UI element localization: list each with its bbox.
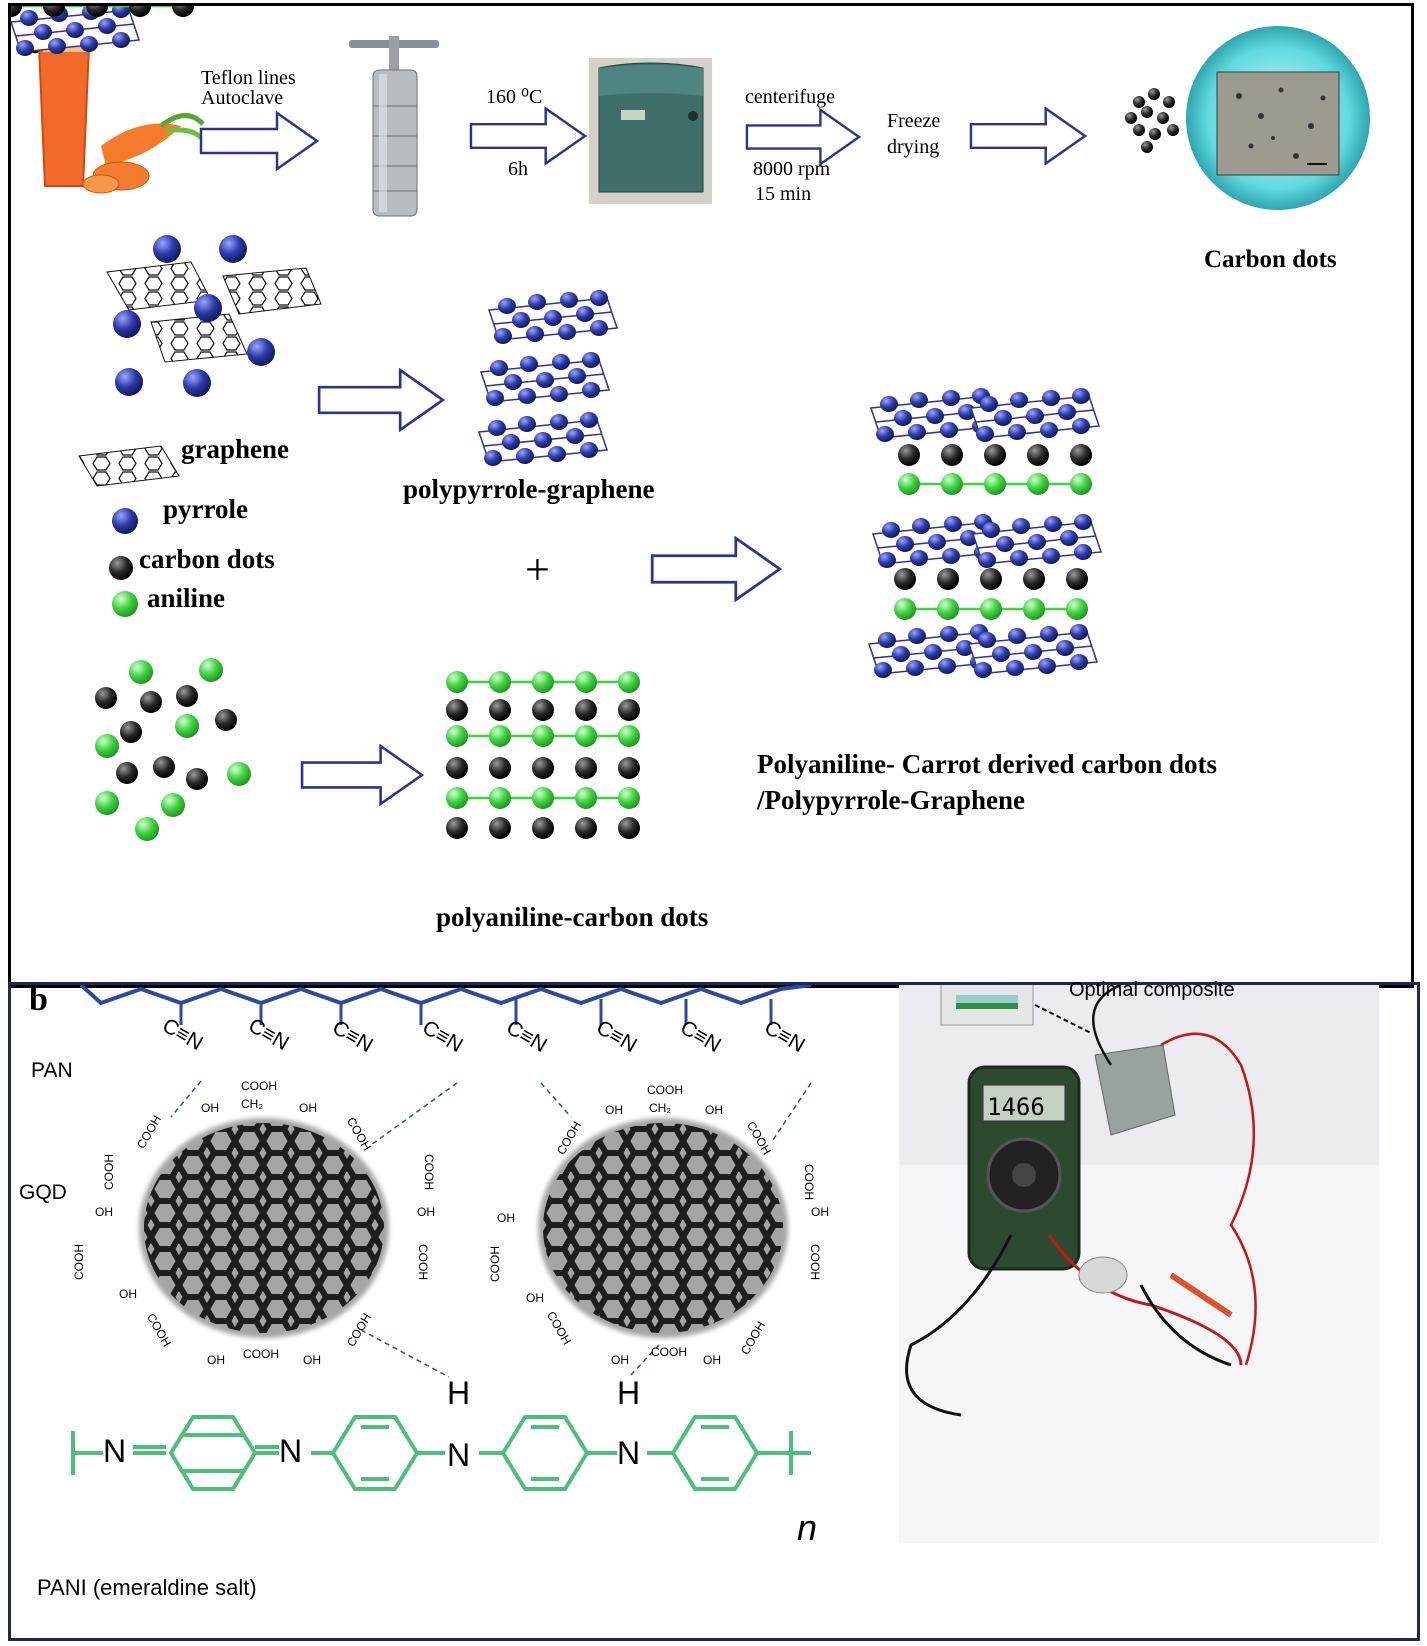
polypyrrole-graphene-stack [11,6,618,467]
ch2-top-right-gqd: CH₂ [649,1101,671,1115]
oh-left-low-gqd2: OH [526,1291,544,1305]
oh-bottom-left-gqd2: OH [611,1353,629,1367]
cooh-right-mid: COOH [422,1154,436,1190]
hydrogen-bond-lines [170,1080,812,1378]
flow-arrow-6 [650,536,782,602]
oh-top-right-gqd2: OH [705,1103,723,1117]
optimal-composite-label: Optimal composite [1069,979,1235,1001]
gqd-left [139,1118,389,1338]
carbon-dot-cluster [1125,88,1179,153]
flow-arrow-2 [469,107,587,165]
oh-top-right: OH [299,1101,317,1115]
pan-label: PAN [31,1059,73,1082]
hydrogen-2: H [617,1375,641,1411]
flow-arrow-4 [969,107,1087,165]
cooh-right-mid-gqd2: COOH [802,1164,816,1200]
centrifuge-speed: 8000 rpm [753,158,831,180]
legend-aniline: aniline [147,583,226,613]
legend-carbon-dots: carbon dots [139,544,275,574]
oh-right-mid: OH [417,1205,435,1219]
pan-backbone [79,985,812,1006]
final-composite-stack [868,387,1102,679]
centrifuge-photo [589,58,712,204]
flow-arrow-1 [199,111,319,171]
centrifuge-time: 15 min [755,183,812,205]
oh-top-left-gqd2: OH [605,1103,623,1117]
gqd-right [538,1118,788,1338]
panel-a: a [8,3,1414,988]
carbon-dots-title: Carbon dots [1204,246,1337,273]
cooh-right-low-gqd2: COOH [808,1244,822,1280]
final-composite-line1: Polyaniline- Carrot derived carbon dots [757,749,1217,779]
gqd-label: GQD [19,1181,67,1204]
panel-a-graphics [11,6,1370,841]
ch2-top-left: CH₂ [241,1097,263,1111]
final-composite-label: Polyaniline- Carrot derived carbon dots … [757,746,1217,818]
legend-graphene: graphene [181,434,289,464]
pani-label: PANI (emeraldine salt) [37,1575,257,1600]
oh-bottom-right-gqd2: OH [703,1353,721,1367]
flow-arrow-7 [300,744,424,806]
cooh-right-low: COOH [416,1244,430,1280]
oh-left-mid-gqd2: OH [497,1211,515,1225]
polyaniline-carbon-dots-lattice [11,6,642,839]
cooh-left-low: COOH [72,1244,86,1280]
panel-b-graphics [71,985,1379,1543]
autoclave-illustration [349,36,439,217]
pan-side-chains [179,999,773,1025]
oh-left-low: OH [119,1287,137,1301]
flow-arrow-3 [745,108,861,166]
cooh-bottom-center-gqd2: COOH [651,1345,687,1359]
polypyrrole-graphene-label: polypyrrole-graphene [403,474,655,504]
nitrogen-1: N [103,1433,127,1469]
flow-arrow-5 [317,368,445,432]
n-subscript: n [797,1507,818,1548]
nitrogen-2: N [279,1433,303,1469]
oh-right-mid-gqd2: OH [811,1205,829,1219]
oh-left-mid: OH [95,1205,113,1219]
temperature-label: 160 ⁰C [486,86,543,108]
final-composite-line2: /Polypyrrole-Graphene [757,785,1025,815]
multimeter-reading: 1466 [987,1093,1045,1121]
autoclave-label: Teflon lines Autoclave [201,68,296,108]
oh-top-left: OH [201,1101,219,1115]
polyaniline-carbon-dots-label: polyaniline-carbon dots [436,902,709,932]
freeze-drying-line1: Freeze [887,110,941,132]
oh-bottom-left: OH [207,1353,225,1367]
cooh-top-right-gqd: COOH [647,1083,683,1097]
freeze-drying-label: Freeze drying [887,108,940,160]
pani-chain [71,1415,811,1491]
nitrogen-4: N [617,1435,641,1471]
cooh-left-mid: COOH [102,1154,116,1190]
legend-glyphs [78,445,180,617]
cooh-top-left: COOH [241,1079,277,1093]
oh-bottom-right: OH [303,1353,321,1367]
legend-pyrrole: pyrrole [163,494,248,524]
autoclave-label-line2: Autoclave [201,87,284,109]
centrifuge-label: centerifuge [745,86,835,108]
duration-label: 6h [508,158,528,180]
hydrogen-1: H [447,1375,471,1411]
cooh-bottom-center: COOH [243,1347,279,1361]
panel-b: b [8,979,1420,1641]
nitrogen-3: N [447,1437,471,1473]
cooh-left-low-gqd2: COOH [488,1246,502,1282]
graphene-pyrrole-mix [106,235,322,397]
aniline-carbon-dot-mix [95,658,251,841]
multimeter-photo [899,985,1379,1543]
carbon-dots-tem-image [1186,26,1370,210]
plus-sign: + [525,545,550,594]
freeze-drying-line2: drying [887,136,940,158]
autoclave-label-line1: Teflon lines [201,67,296,89]
panel-b-letter: b [29,981,48,1018]
